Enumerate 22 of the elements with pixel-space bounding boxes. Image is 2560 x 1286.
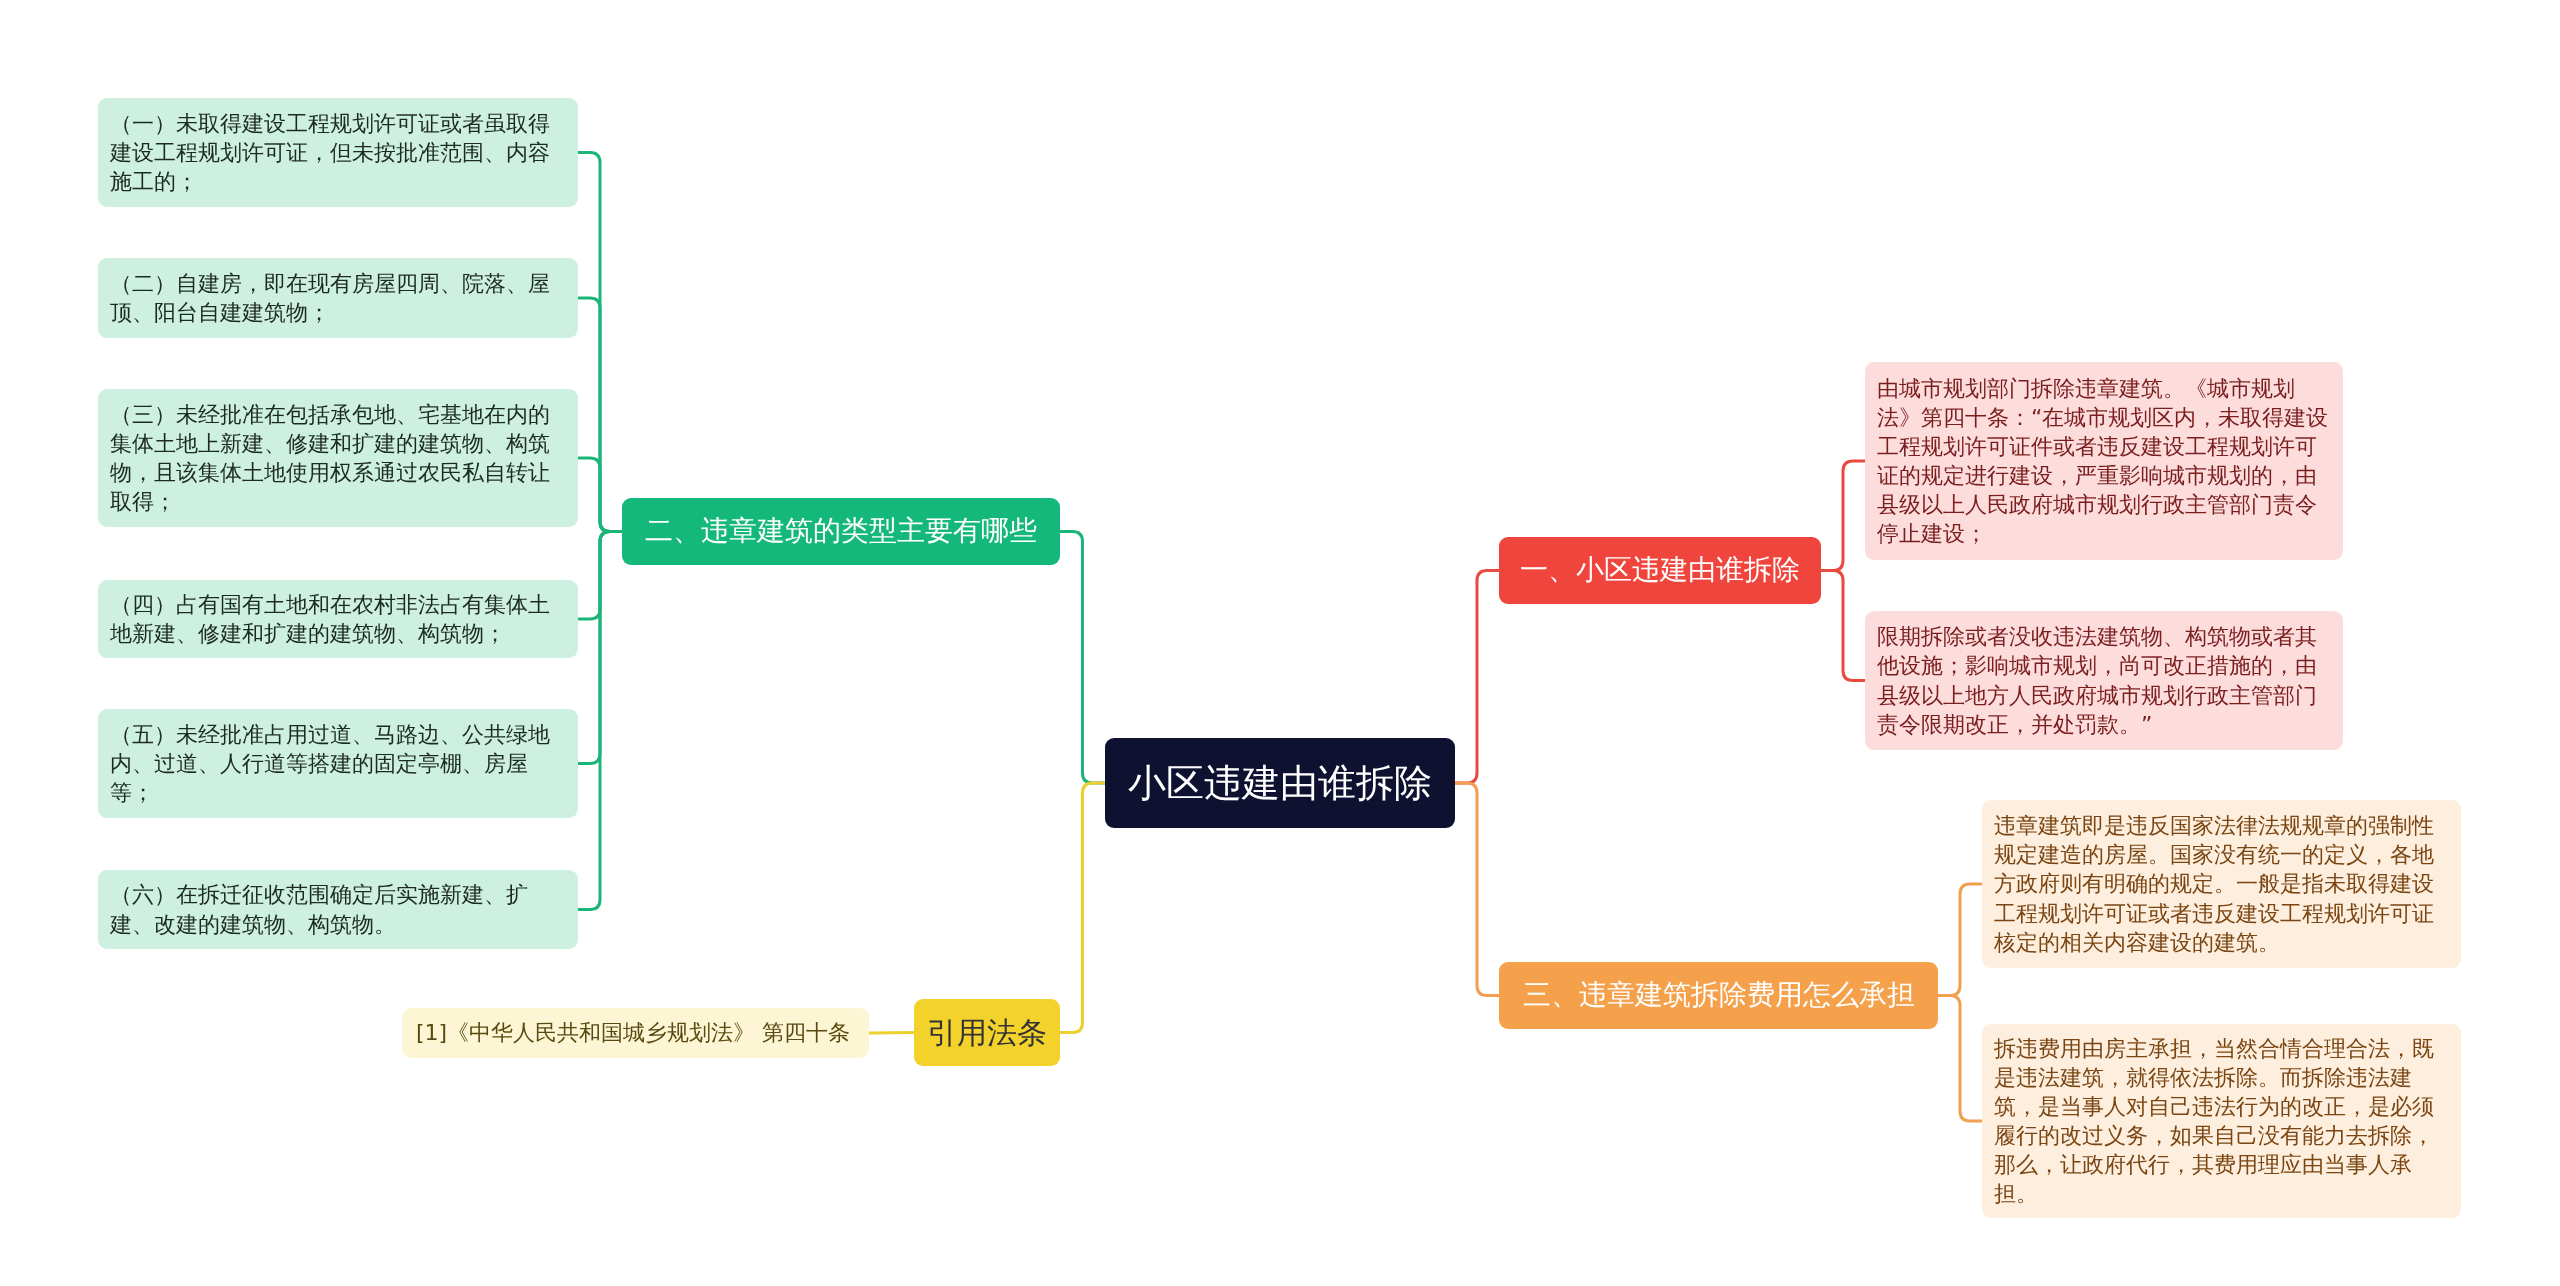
topic-box: 引用法条 bbox=[914, 999, 1060, 1066]
connector bbox=[1821, 569, 1865, 682]
connector bbox=[1060, 781, 1105, 1034]
note-box: 限期拆除或者没收违法建筑物、构筑物或者其他设施；影响城市规划，尚可改正措施的，由县级以上地方人民政府城市规划行政主管部门责令限期改正，并处罚款。” bbox=[1865, 611, 2343, 750]
note-box: 由城市规划部门拆除违章建筑。《城市规划法》第四十条：“在城市规划区内，未取得建设工程规划许可证件或者违反建设工程规划许可证的规定进行建设，严重影响城市规划的，由县级以上人民政府城市规划行政主管部门责令停止建设； bbox=[1865, 362, 2343, 560]
note-box: （二）自建房，即在现有房屋四周、院落、屋顶、阳台自建建筑物； bbox=[98, 258, 578, 338]
note-box: [1]《中华人民共和国城乡规划法》 第四十条 bbox=[402, 1008, 869, 1058]
topic-box: 一、小区违建由谁拆除 bbox=[1499, 537, 1821, 604]
note-box: 拆违费用由房主承担，当然合情合理合法，既是违法建筑，就得依法拆除。而拆除违法建筑，是当事人对自己违法行为的改正，是必须履行的改过义务，如果自己没有能力去拆除，那么，让政府代行，其费用理应由当事人承担。 bbox=[1982, 1024, 2461, 1219]
topic-box: 三、违章建筑拆除费用怎么承担 bbox=[1499, 962, 1938, 1029]
connector bbox=[1938, 994, 1982, 1123]
connector bbox=[578, 530, 622, 911]
root-topic-box: 小区违建由谁拆除 bbox=[1105, 738, 1455, 828]
note-box: （三）未经批准在包括承包地、宅基地在内的集体土地上新建、修建和扩建的建筑物、构筑物，且该集体土地使用权系通过农民私自转让取得； bbox=[98, 389, 578, 527]
note-box: （一）未取得建设工程规划许可证或者虽取得建设工程规划许可证，但未按批准范围、内容施工的； bbox=[98, 98, 578, 207]
topic-box: 二、违章建筑的类型主要有哪些 bbox=[622, 498, 1060, 565]
note-box: （四）占有国有土地和在农村非法占有集体土地新建、修建和扩建的建筑物、构筑物； bbox=[98, 580, 578, 659]
connector bbox=[869, 1031, 914, 1035]
note-box: （五）未经批准占用过道、马路边、公共绿地内、过道、人行道等搭建的固定亭棚、房屋等； bbox=[98, 709, 578, 818]
connector bbox=[1455, 781, 1499, 997]
note-box: （六）在拆迁征收范围确定后实施新建、扩建、改建的建筑物、构筑物。 bbox=[98, 870, 578, 949]
note-box: 违章建筑即是违反国家法律法规规章的强制性规定建造的房屋。国家没有统一的定义，各地方政府则有明确的规定。一般是指未取得建设工程规划许可证或者违反建设工程规划许可证核定的相关内容建设的建筑。 bbox=[1982, 800, 2461, 968]
